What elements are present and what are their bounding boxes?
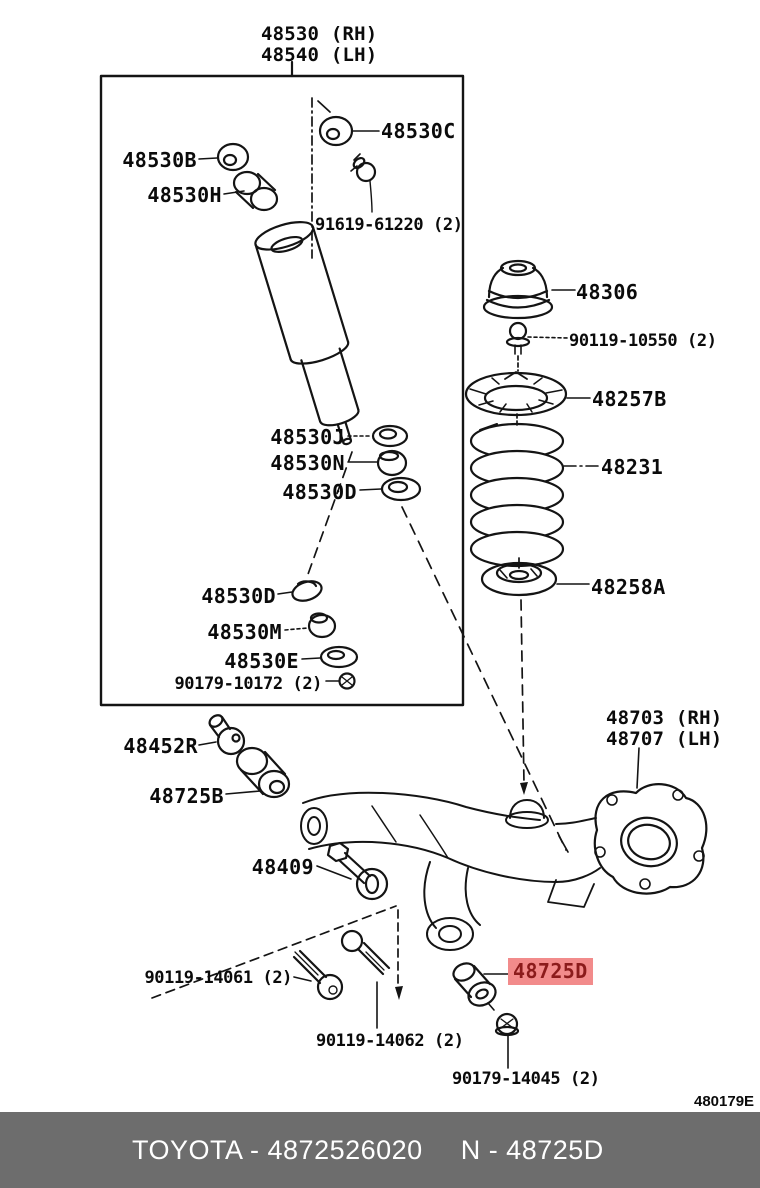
assembly-box [99,60,465,707]
bolts-90119-14061 [292,929,391,1001]
shock-absorber [254,221,360,446]
bushing-48725b [235,746,291,799]
lower-arm [300,791,601,951]
insulator-48258a [480,561,558,597]
part-label-48530e: 48530E [224,649,299,673]
part-label-48530c: 48530C [381,119,456,143]
part-label-48306: 48306 [576,280,639,304]
footer-brand-part-number: TOYOTA - 4872526020 [132,1134,423,1165]
part-label-48530h: 48530H [147,183,222,207]
part-label-90179-10172: 90179-10172 (2) [174,674,322,694]
part-label-48530b: 48530B [122,148,197,172]
assembly-label: 48530 (RH) 48540 (LH) [261,24,377,66]
drawing-code: 480179E [694,1093,755,1110]
part-label-48231: 48231 [601,455,664,479]
part-label-91619-61220: 91619-61220 (2) [315,215,463,235]
part-label-48257b: 48257B [592,387,667,411]
knuckle-label-lh: 48707 (LH) [606,728,723,750]
part-label-48530d-2: 48530D [201,584,276,608]
part-label-48409: 48409 [251,855,314,879]
coil-spring-48231 [469,422,565,568]
highlighted-part-label-48725d: 48725D [508,958,593,985]
bushing-48530b [216,142,250,172]
bolt-91619 [350,153,377,213]
part-label-48530n: 48530N [270,451,345,475]
leader-lines [198,130,640,1069]
bolt-48409 [326,841,389,901]
part-label-90119-14061: 90119-14061 (2) [144,968,292,988]
centerline-dashes [516,355,528,795]
part-label-48530d: 48530D [282,480,357,504]
knuckle-label-rh: 48703 (RH) [606,707,723,729]
lower-mount-group [291,580,359,690]
washer-48530c [318,115,354,147]
part-label-48258a: 48258A [591,575,666,599]
knuckle [593,783,708,895]
bushing-48452r [208,714,246,756]
footer-bar: TOYOTA - 4872526020 N - 48725D [0,1112,760,1188]
bolt-90119-10550 [505,321,531,355]
part-label-90119-14062: 90119-14062 (2) [316,1031,464,1051]
cam-48725d [452,962,497,1011]
bushing-48530h [232,170,279,212]
part-label-90119-10550: 90119-10550 (2) [569,331,717,351]
washers-jnd [371,424,422,502]
assembly-label-rh: 48530 (RH) [261,23,378,45]
part-label-48530j: 48530J [270,425,345,449]
knuckle-label: 48703 (RH) 48707 (LH) [606,708,722,750]
part-label-48452r: 48452R [123,734,198,758]
part-label-90179-14045: 90179-14045 (2) [452,1069,600,1089]
bump-stopper-48306 [482,259,554,320]
assembly-label-lh: 48540 (LH) [261,44,378,66]
part-label-48725b: 48725B [149,784,224,808]
part-label-48530m: 48530M [207,620,282,644]
insulator-48257b [464,371,568,417]
nut-90179-14045 [494,1012,520,1037]
diagonal-dash-lines [151,451,569,1000]
parts-diagram-drawing [99,60,708,1069]
footer-part-code: N - 48725D [460,1134,604,1165]
